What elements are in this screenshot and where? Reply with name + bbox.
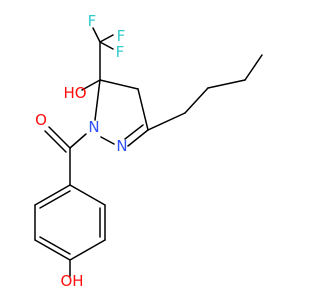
bond-c3-n2-b — [124, 124, 144, 140]
hydroxyl-ring-label: HO — [63, 84, 86, 102]
bond-ar-4-5 — [34, 239, 71, 261]
bond-n1-carbonyl — [69, 133, 87, 149]
fluorine-top-right-label: F — [117, 27, 126, 45]
structure-diagram: F F F HO N N O OH — [34, 12, 263, 290]
bond-cf-right — [99, 41, 114, 50]
bond-butyl2-butyl3 — [207, 79, 246, 89]
ring-nitrogen-2-label: N — [116, 137, 127, 155]
bond-c5-oh — [81, 79, 101, 91]
bond-cf-top-right — [99, 34, 114, 43]
bond-c3-n2-a — [127, 129, 149, 147]
bond-cf-top-left — [92, 27, 101, 43]
bond-n2-n1 — [100, 136, 115, 145]
bond-n1-c5 — [94, 79, 101, 121]
bond-carbonyl-o-a — [48, 126, 71, 149]
bond-carbonyl-o-b — [44, 130, 67, 153]
bond-ar-6-1 — [34, 184, 71, 206]
bond-butyl1-butyl2 — [184, 87, 209, 114]
fluorine-top-left-label: F — [88, 12, 97, 30]
bond-c4-c3 — [137, 88, 149, 131]
bond-ar-4-5-inner — [39, 236, 71, 255]
carbonyl-oxygen-label: O — [35, 111, 47, 129]
fluorine-right-label: F — [116, 43, 125, 61]
molecule-canvas: F F F HO N N O OH — [34, 12, 263, 290]
bonds — [34, 27, 263, 277]
ring-nitrogen-1-label: N — [88, 118, 99, 136]
phenol-hydroxyl-label: OH — [60, 272, 83, 290]
atom-labels: F F F HO N N O OH — [35, 12, 128, 290]
bond-c3-butyl1 — [147, 112, 186, 131]
bond-c5-c4 — [99, 79, 139, 90]
bond-butyl3-butyl4 — [244, 54, 263, 81]
bond-ar-3-4 — [69, 239, 106, 261]
bond-ar-6-1-inner — [39, 190, 71, 209]
bond-ar-1-2 — [69, 184, 106, 206]
